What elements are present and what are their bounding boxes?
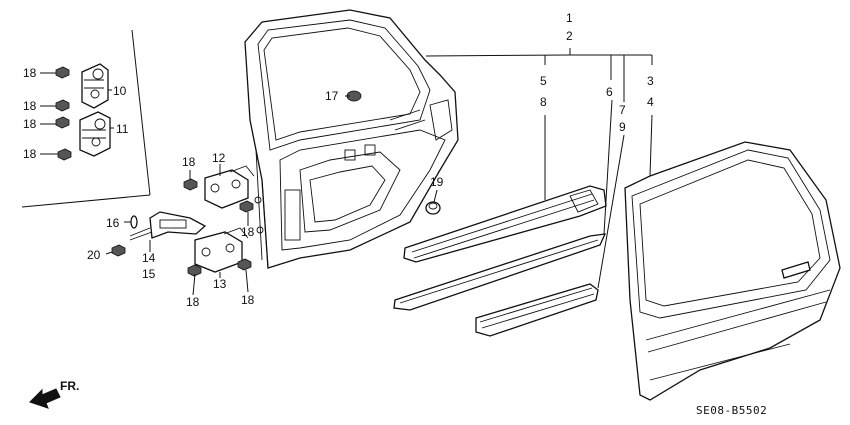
callout-5: 5 (540, 74, 547, 88)
front-direction-arrow: FR. (29, 379, 79, 409)
callout-18-a: 18 (23, 66, 37, 80)
callout-12: 12 (212, 151, 226, 165)
callout-11: 11 (116, 122, 129, 136)
callout-18-c: 18 (23, 117, 37, 131)
callout-19: 19 (430, 175, 444, 189)
callout-4: 4 (647, 95, 654, 109)
callout-labels: 1 2 3 4 5 6 7 8 9 10 11 12 13 14 15 16 1… (23, 11, 654, 309)
callout-18-b: 18 (23, 99, 37, 113)
upper-hinge-detail (81, 63, 109, 109)
door-molding-upper (403, 185, 607, 263)
callout-16: 16 (106, 216, 120, 230)
leader-lines (40, 48, 653, 296)
upper-hinge (204, 165, 255, 209)
door-outer-skin (624, 141, 841, 401)
callout-18-g: 18 (186, 295, 200, 309)
callout-8: 8 (540, 95, 547, 109)
center-bolts (111, 178, 254, 277)
callout-2: 2 (566, 29, 573, 43)
inset-bolts (55, 66, 72, 161)
callout-14: 14 (142, 251, 156, 265)
callout-18-e: 18 (182, 155, 196, 169)
door-molding-lower (475, 283, 599, 337)
callout-18-f: 18 (241, 225, 255, 239)
callout-3: 3 (647, 74, 654, 88)
callout-6: 6 (606, 85, 613, 99)
callout-9: 9 (619, 120, 626, 134)
door-inner-panel (244, 9, 459, 269)
diagram-code: SE08-B5502 (696, 404, 767, 417)
hinge-inset-frame (21, 29, 151, 208)
door-checker (129, 211, 207, 241)
callout-18-d: 18 (23, 147, 37, 161)
callout-7: 7 (619, 103, 626, 117)
callout-10: 10 (113, 84, 127, 98)
lower-hinge-detail (79, 111, 111, 157)
callout-1: 1 (566, 11, 573, 25)
callout-15: 15 (142, 267, 156, 281)
callout-18-h: 18 (241, 293, 255, 307)
grommet-19 (425, 201, 441, 215)
callout-17: 17 (325, 89, 339, 103)
callout-20: 20 (87, 248, 101, 262)
callout-13: 13 (213, 277, 227, 291)
front-direction-label: FR. (60, 379, 79, 393)
weatherstrip (393, 233, 607, 311)
